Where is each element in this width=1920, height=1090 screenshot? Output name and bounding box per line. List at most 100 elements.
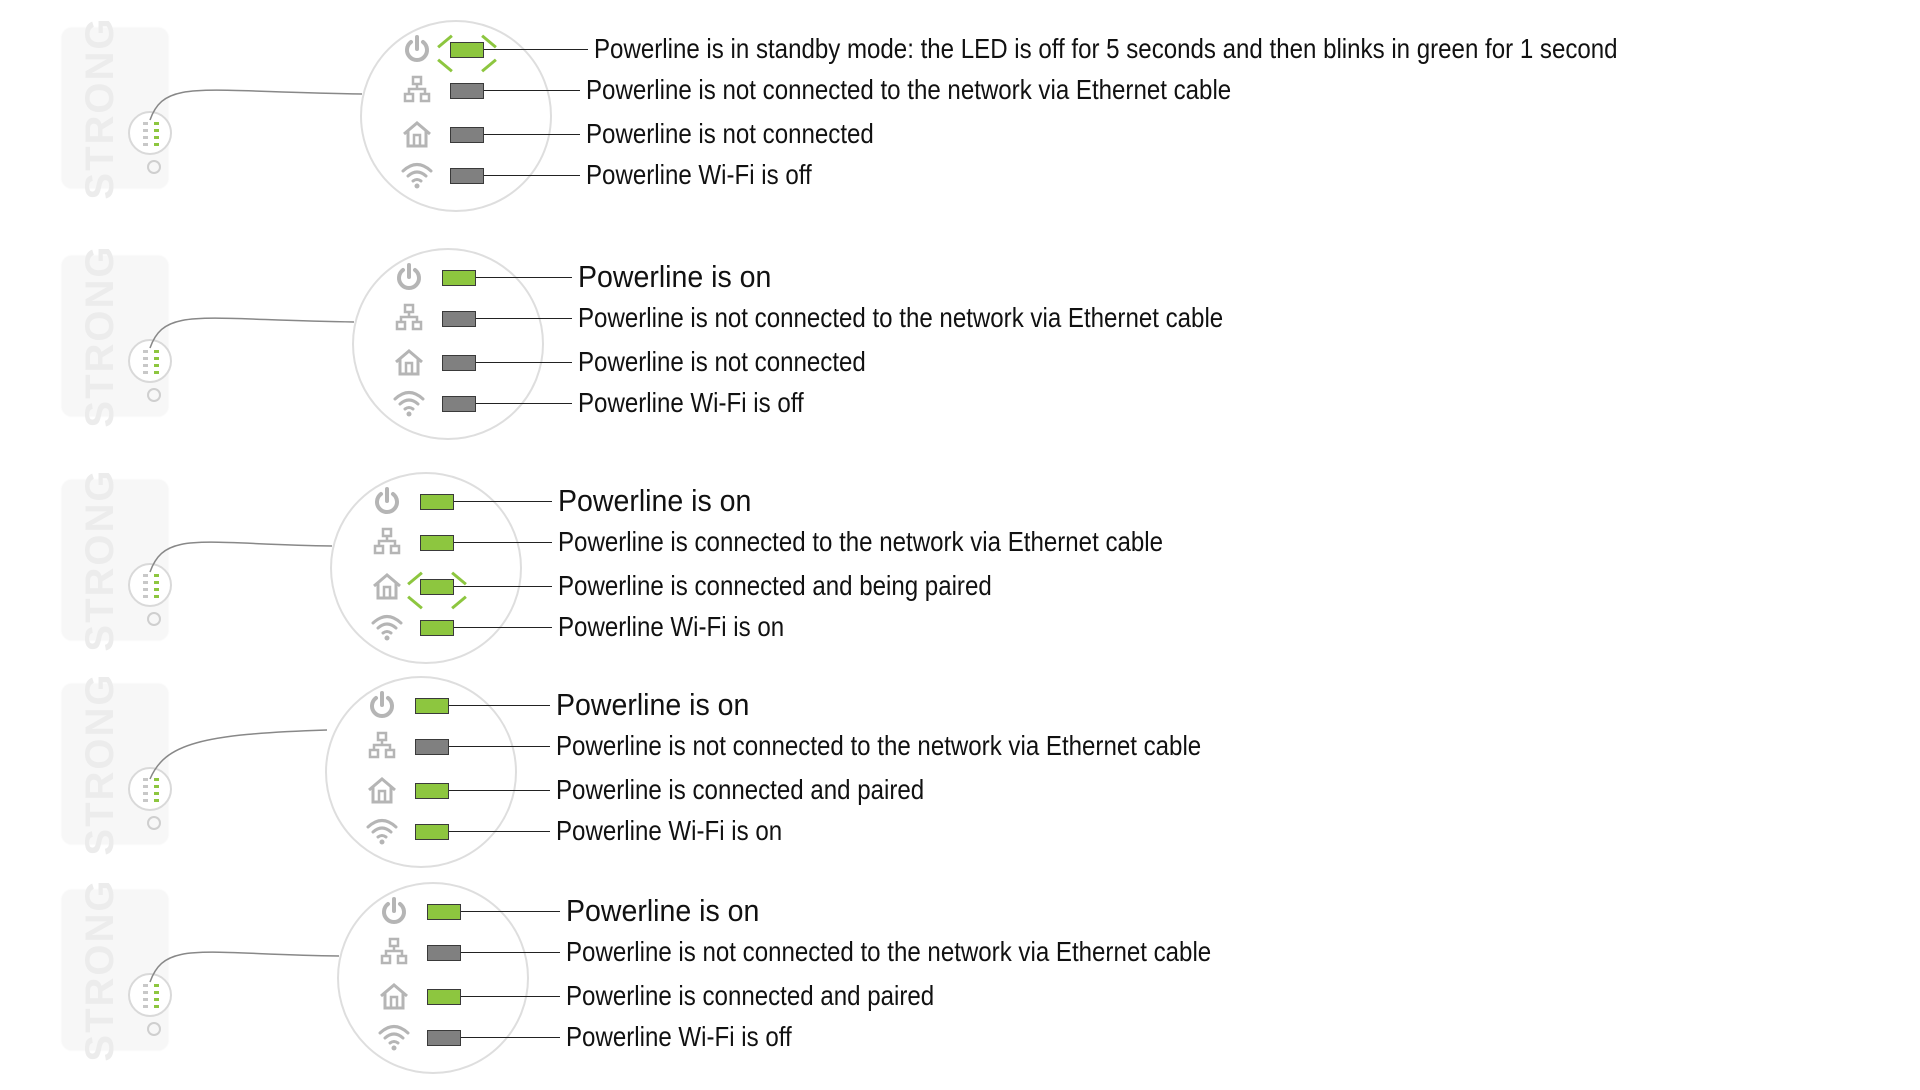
mini-icon <box>143 991 148 994</box>
home-icon <box>365 775 399 805</box>
led-cluster <box>128 767 172 811</box>
callout-connector <box>149 317 355 349</box>
mini-led <box>154 799 159 802</box>
led-indicator <box>427 945 461 961</box>
status-row: Powerline is on <box>370 485 1920 516</box>
ethernet-icon <box>377 937 411 967</box>
leader-line <box>476 362 572 363</box>
wifi-icon <box>365 816 399 846</box>
led-indicator <box>415 824 449 840</box>
status-row: Powerline is connected and being paired <box>370 570 1920 610</box>
powerline-device: STRONG <box>62 16 172 200</box>
mini-icon <box>143 799 148 802</box>
led-cluster <box>128 339 172 383</box>
led-indicator <box>427 989 461 1005</box>
home-icon <box>400 119 434 149</box>
mini-led <box>154 1005 159 1008</box>
status-row: Powerline is not connected to the networ… <box>365 731 1920 761</box>
mini-led <box>154 350 159 353</box>
power-icon <box>392 262 426 292</box>
mini-led <box>154 991 159 994</box>
mini-led <box>154 998 159 1001</box>
mini-icon <box>143 984 148 987</box>
ethernet-icon <box>365 731 399 761</box>
mini-icon <box>143 792 148 795</box>
mini-icon <box>143 1005 148 1008</box>
mini-icon <box>143 998 148 1001</box>
status-label: Powerline is connected and paired <box>556 774 925 805</box>
plug-icon <box>147 1022 161 1036</box>
ethernet-icon <box>370 527 404 557</box>
mini-icon <box>143 371 148 374</box>
leader-line <box>484 175 580 176</box>
leader-line <box>484 90 580 91</box>
status-row: Powerline is connected to the network vi… <box>370 527 1920 557</box>
status-row: Powerline is not connected to the networ… <box>400 75 1920 105</box>
leader-line <box>476 318 572 319</box>
callout-connector <box>149 89 363 121</box>
ethernet-icon <box>392 303 426 333</box>
wifi-icon <box>377 1022 411 1052</box>
powerline-device: STRONG <box>62 244 172 428</box>
leader-line <box>461 996 560 997</box>
status-label: Powerline is connected and being paired <box>558 570 992 601</box>
mini-icon <box>143 778 148 781</box>
status-label: Powerline is not connected <box>578 346 866 377</box>
mini-icon <box>143 581 148 584</box>
mini-led <box>154 778 159 781</box>
mini-led <box>154 574 159 577</box>
powerline-device: STRONG <box>62 878 172 1062</box>
led-indicator <box>427 1030 461 1046</box>
led-indicator <box>450 42 484 58</box>
mini-led <box>154 129 159 132</box>
power-icon <box>365 690 399 720</box>
mini-icon <box>143 364 148 367</box>
powerline-device: STRONG <box>62 468 172 652</box>
mini-led <box>154 588 159 591</box>
callout-connector <box>149 729 328 780</box>
home-icon <box>370 571 404 601</box>
led-indicator <box>442 396 476 412</box>
mini-led <box>154 581 159 584</box>
status-row: Powerline is connected and paired <box>377 981 1920 1011</box>
mini-led <box>154 136 159 139</box>
mini-led <box>154 595 159 598</box>
home-icon <box>392 347 426 377</box>
power-icon <box>400 34 434 64</box>
status-row: Powerline is on <box>392 261 1920 292</box>
connector-line <box>149 317 355 349</box>
mini-led <box>154 122 159 125</box>
mini-icon <box>143 357 148 360</box>
mini-icon <box>143 143 148 146</box>
connector-line <box>149 951 340 983</box>
led-indicator <box>415 739 449 755</box>
mini-icon <box>143 588 148 591</box>
status-label: Powerline Wi-Fi is off <box>586 159 812 190</box>
status-label: Powerline is on <box>566 893 760 928</box>
leader-line <box>454 627 552 628</box>
mini-icon <box>143 122 148 125</box>
status-label: Powerline Wi-Fi is off <box>578 387 804 418</box>
led-indicator <box>442 270 476 286</box>
connector-line <box>149 729 328 780</box>
status-row: Powerline is in standby mode: the LED is… <box>400 34 1920 73</box>
status-label: Powerline is not connected <box>586 118 874 149</box>
connector-line <box>149 89 363 121</box>
mini-icon <box>143 136 148 139</box>
mini-led <box>154 984 159 987</box>
leader-line <box>454 501 552 502</box>
status-label: Powerline Wi-Fi is off <box>566 1021 792 1052</box>
led-indicator <box>450 127 484 143</box>
leader-line <box>484 49 588 50</box>
leader-line <box>461 1037 560 1038</box>
led-indicator <box>415 783 449 799</box>
status-label: Powerline is connected to the network vi… <box>558 526 1164 557</box>
status-row: Powerline Wi-Fi is off <box>377 1022 1920 1052</box>
plug-icon <box>147 160 161 174</box>
status-row: Powerline is not connected to the networ… <box>377 937 1920 967</box>
status-panel: STRONG Powerline is on Powerline is not co… <box>0 236 1920 456</box>
led-indicator <box>450 83 484 99</box>
status-row: Powerline is on <box>377 893 1920 928</box>
led-indicator <box>442 311 476 327</box>
